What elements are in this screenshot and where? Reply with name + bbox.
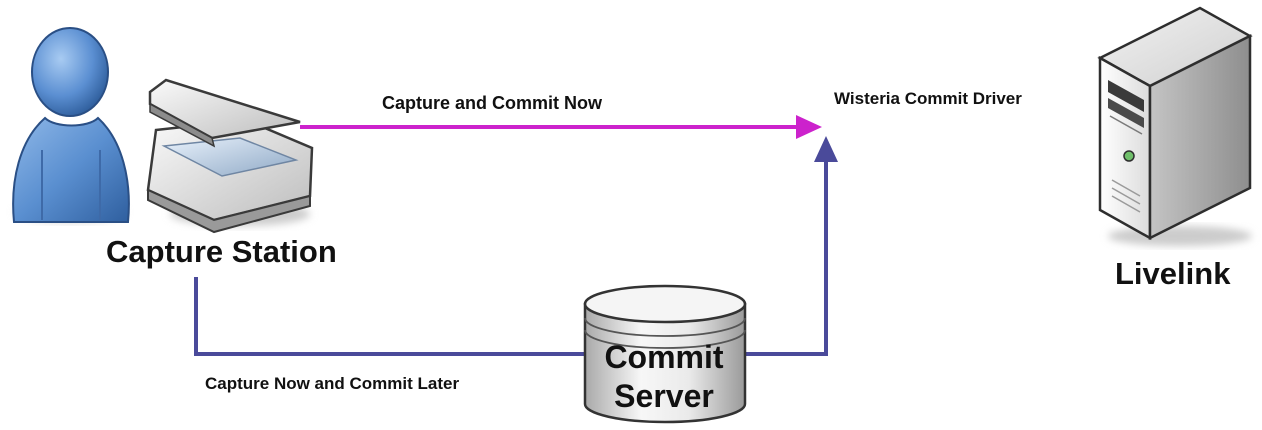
server-tower-icon: [1097, 6, 1253, 246]
wisteria-commit-driver-line: [830, 130, 1092, 137]
commit-server-label: Commit Server: [604, 339, 724, 414]
connector-commit-server-to-driver: [744, 136, 838, 356]
wisteria-commit-driver-label: Wisteria Commit Driver: [834, 89, 1022, 108]
database-icon: [583, 284, 747, 424]
user-icon: [12, 27, 130, 223]
connector-capture-commit-later: [194, 277, 585, 356]
capture-now-and-commit-later-label: Capture Now and Commit Later: [205, 374, 460, 393]
scanner-icon: [146, 78, 314, 234]
livelink-label: Livelink: [1115, 256, 1231, 291]
capture-and-commit-now-label: Capture and Commit Now: [382, 93, 603, 113]
capture-station-label: Capture Station: [106, 234, 337, 269]
connector-capture-commit-now: [300, 115, 822, 139]
